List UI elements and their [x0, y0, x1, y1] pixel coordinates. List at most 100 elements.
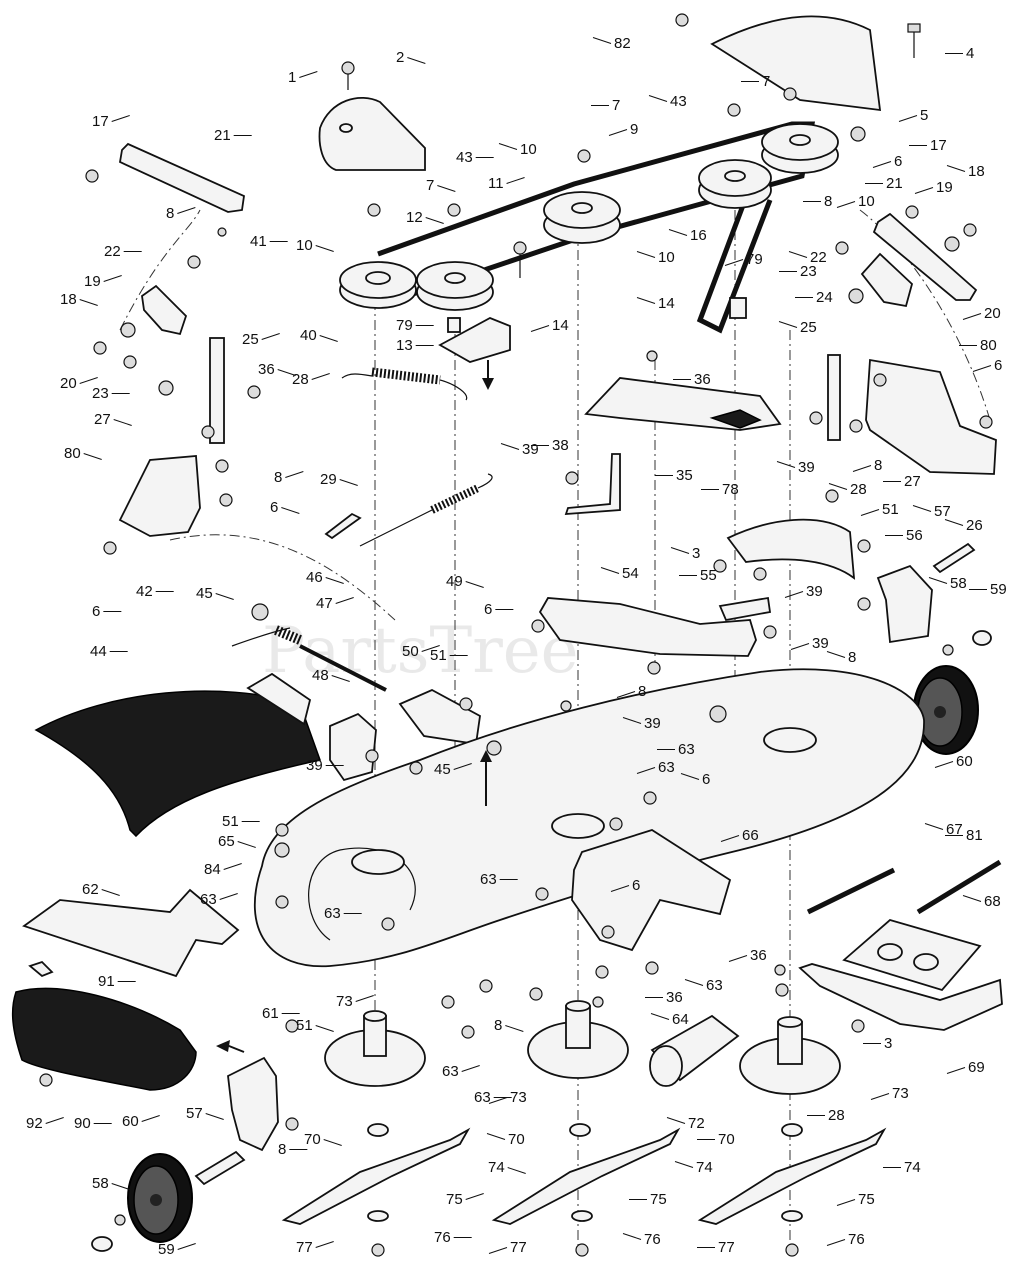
callout-7: 7 — [762, 73, 770, 90]
callout-6: 6 — [92, 603, 100, 620]
callout-72: 72 — [688, 1115, 705, 1132]
callout-19: 19 — [936, 179, 953, 196]
leader-line — [826, 651, 846, 658]
leader-line — [778, 321, 798, 328]
bracket-48 — [329, 712, 377, 782]
bracket-54 — [538, 597, 757, 657]
leader-line — [223, 863, 242, 870]
washer-59-top — [972, 630, 992, 646]
leader-line — [285, 471, 304, 478]
leader-line — [177, 1243, 196, 1250]
callout-73: 73 — [336, 993, 353, 1010]
callout-39: 39 — [806, 583, 823, 600]
link-29 — [324, 512, 362, 540]
callout-80: 80 — [980, 337, 997, 354]
callout-60: 60 — [956, 753, 973, 770]
callout-68: 68 — [984, 893, 1001, 910]
callout-38: 38 — [552, 437, 569, 454]
leader-line — [972, 365, 992, 372]
callout-63: 63 — [324, 905, 341, 922]
leader-line — [437, 185, 456, 192]
callout-65: 65 — [218, 833, 235, 850]
guard-90 — [11, 987, 197, 1091]
blade-74-center — [491, 1127, 681, 1225]
callout-labels: 82 4 2 1 7 5 43 7 9 17 21 6 10 43 7 11 1… — [26, 35, 1007, 1258]
callout-48: 48 — [312, 667, 329, 684]
callout-3: 3 — [884, 1035, 892, 1052]
spring-46 — [231, 627, 291, 647]
bar-25-right — [827, 354, 841, 441]
callout-51: 51 — [222, 813, 239, 830]
leader-line — [826, 1239, 846, 1246]
bracket-56 — [876, 564, 933, 644]
leader-line — [912, 505, 932, 512]
callout-39: 39 — [306, 757, 323, 774]
bracket-35 — [584, 377, 782, 431]
bracket-69 — [798, 963, 1003, 1031]
callout-6: 6 — [270, 499, 278, 516]
leader-line — [425, 217, 444, 224]
leader-line — [674, 1161, 694, 1168]
callout-16: 16 — [690, 227, 707, 244]
callout-49: 49 — [446, 573, 463, 590]
leader-line — [788, 251, 808, 258]
callout-11: 11 — [488, 175, 504, 192]
callout-20: 20 — [984, 305, 1001, 322]
bearing-70-right — [781, 1123, 803, 1137]
leader-line — [608, 129, 628, 136]
leader-line — [622, 717, 642, 724]
leader-line — [724, 259, 744, 266]
rod-38 — [564, 453, 621, 515]
callout-63: 63 — [442, 1063, 459, 1080]
blade-74-left — [281, 1127, 471, 1225]
callout-8: 8 — [848, 649, 856, 666]
bracket-68 — [842, 918, 982, 992]
leader-line — [944, 519, 964, 526]
leader-line — [111, 1183, 130, 1190]
callout-92: 92 — [26, 1115, 43, 1132]
leader-line — [836, 1199, 856, 1206]
leader-line — [828, 483, 848, 490]
callout-76: 76 — [434, 1229, 451, 1246]
leader-line — [898, 115, 918, 122]
callout-39: 39 — [798, 459, 815, 476]
leader-line — [103, 275, 122, 282]
callout-4: 4 — [966, 45, 974, 62]
washer-75-right — [781, 1210, 803, 1222]
leader-line — [776, 461, 796, 468]
leader-line — [720, 835, 740, 842]
callout-77: 77 — [296, 1239, 313, 1256]
pin-57-bottom — [194, 1150, 246, 1186]
leader-line — [666, 1117, 686, 1124]
callout-45: 45 — [196, 585, 213, 602]
leader-line — [205, 1113, 224, 1120]
washer-59-bottom — [91, 1236, 113, 1252]
callout-69: 69 — [968, 1059, 985, 1076]
callout-70: 70 — [508, 1131, 525, 1148]
callout-6: 6 — [994, 357, 1002, 374]
callout-8: 8 — [494, 1017, 502, 1034]
leader-line — [453, 763, 472, 770]
leader-line — [616, 691, 636, 698]
callout-77: 77 — [718, 1239, 735, 1256]
leader-line — [311, 373, 330, 380]
callout-63: 63 — [200, 891, 217, 908]
leader-line — [872, 161, 892, 168]
callout-22: 22 — [810, 249, 827, 266]
callout-43: 43 — [670, 93, 687, 110]
callout-74: 74 — [488, 1159, 505, 1176]
leader-line — [79, 299, 98, 306]
idler-bracket — [438, 241, 527, 390]
bracket-55 — [718, 596, 772, 622]
spindle-73-right — [739, 1016, 841, 1095]
callout-42: 42 — [136, 583, 153, 600]
leader-line — [141, 1115, 160, 1122]
callout-8: 8 — [166, 205, 174, 222]
callout-84: 84 — [204, 861, 221, 878]
callout-61: 61 — [262, 1005, 279, 1022]
blade-74-right — [697, 1127, 887, 1225]
callout-25: 25 — [242, 331, 259, 348]
callout-10: 10 — [658, 249, 675, 266]
callout-22: 22 — [104, 243, 121, 260]
callout-55: 55 — [700, 567, 717, 584]
